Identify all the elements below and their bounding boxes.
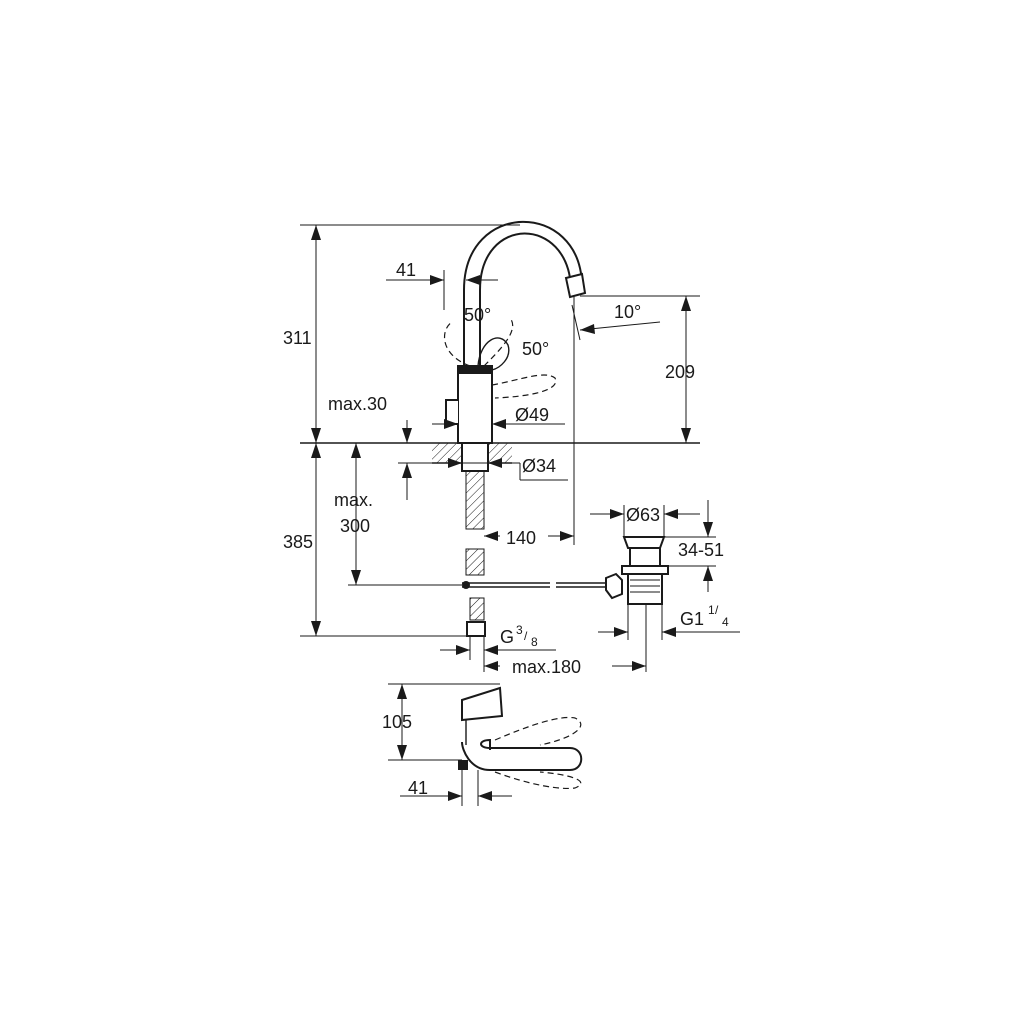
thread-g-num: 3 <box>516 623 523 637</box>
faucet-body <box>457 365 493 444</box>
dimension-labels: 311 209 41 50° 50° 10° max.30 Ø49 Ø34 ma… <box>283 260 729 798</box>
waste-body <box>627 573 663 605</box>
dim-diameter-34: Ø34 <box>522 456 556 476</box>
waste-neck <box>629 547 661 567</box>
thread-g-den: 8 <box>531 635 538 649</box>
thread-g-slash: / <box>524 629 528 643</box>
dim-diameter-49: Ø49 <box>515 405 549 425</box>
dim-300: 300 <box>340 516 370 536</box>
dim-34-51: 34-51 <box>678 540 724 560</box>
dim-50-right: 50° <box>522 339 549 359</box>
dim-41-top: 41 <box>396 260 416 280</box>
supply-hose-mid <box>465 548 485 576</box>
dim-max180: max.180 <box>512 657 581 677</box>
dim-50-left: 50° <box>464 305 491 325</box>
thread-g1-num: 1 <box>708 603 715 617</box>
spout-outlet <box>564 272 587 299</box>
handle-right-position <box>483 317 514 367</box>
thread-g-main: G <box>500 627 514 647</box>
waste-flange <box>621 565 669 575</box>
shank-top <box>461 442 489 472</box>
faucet-top-view <box>458 686 583 789</box>
thread-g1-main: G1 <box>680 609 704 629</box>
faucet-front-view <box>300 220 700 637</box>
dim-140: 140 <box>506 528 536 548</box>
rod-joint <box>462 581 470 589</box>
dim-g-three-eighths: G 3 / 8 <box>500 623 538 649</box>
handle-forward-position <box>491 374 557 399</box>
hose-fitting <box>466 621 486 637</box>
dim-41-bottom: 41 <box>408 778 428 798</box>
dim-209: 209 <box>665 362 695 382</box>
dim-105: 105 <box>382 712 412 732</box>
top-view-spout <box>461 738 583 771</box>
thread-g1-slash: / <box>715 603 719 617</box>
top-view-handle-down <box>494 771 582 789</box>
dim-10-degree: 10° <box>614 302 641 322</box>
waste-assembly <box>605 536 669 605</box>
handle-left-position <box>444 321 471 367</box>
supply-hose-lower <box>469 597 485 621</box>
top-view-body <box>461 686 504 722</box>
thread-g1-den: 4 <box>722 615 729 629</box>
supply-hose-upper <box>465 470 485 530</box>
dimension-lines <box>300 224 740 806</box>
dim-385: 385 <box>283 532 313 552</box>
handle-center <box>477 337 510 371</box>
dim-max-label: max. <box>334 490 373 510</box>
waste-lever-nut <box>605 572 623 600</box>
body-cap <box>458 366 492 374</box>
waste-cap <box>622 536 666 549</box>
top-view-handle-up <box>494 716 582 746</box>
dim-diameter-63: Ø63 <box>626 505 660 525</box>
top-view-marker <box>458 760 468 770</box>
dim-311: 311 <box>283 328 312 348</box>
dim-g1-quarter: G1 1 / 4 <box>680 603 729 629</box>
dim-max30: max.30 <box>328 394 387 414</box>
